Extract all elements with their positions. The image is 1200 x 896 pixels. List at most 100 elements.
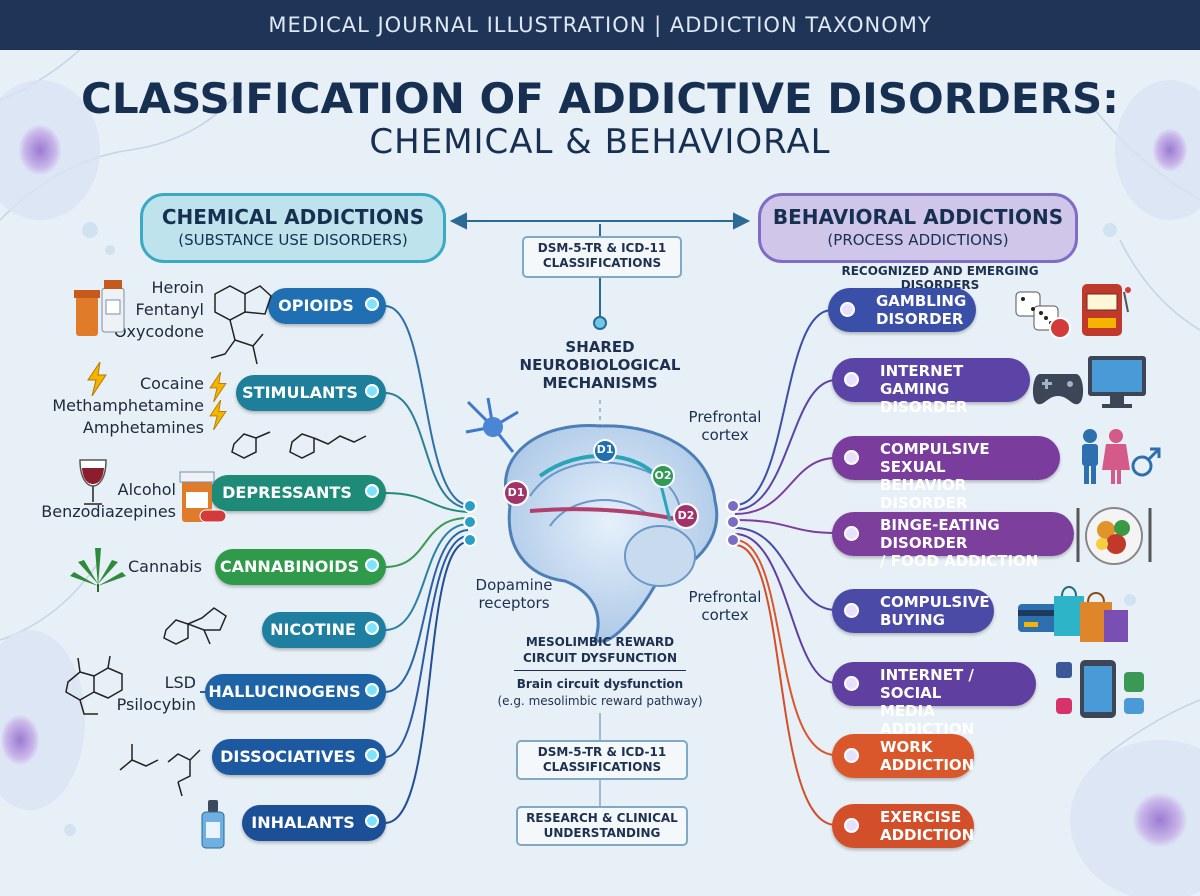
category-binge-eating-disorder: BINGE-EATING DISORDER / FOOD ADDICTION (832, 512, 1074, 570)
category-inhalants-label: INHALANTS (251, 813, 355, 832)
couple-icon (1082, 429, 1130, 484)
category-exercise-addiction: EXERCISE ADDICTION (832, 804, 974, 848)
chemical-subtitle: (SUBSTANCE USE DISORDERS) (178, 231, 408, 249)
receptor-label-d2: D2 (677, 509, 695, 522)
banner: MEDICAL JOURNAL ILLUSTRATION | ADDICTION… (0, 0, 1200, 50)
connector-dot (365, 384, 379, 398)
connector-dot (365, 748, 379, 762)
male-symbol-icon (1131, 447, 1161, 477)
slot-machine-icon (1082, 284, 1131, 336)
connector-dot (365, 621, 379, 635)
prefrontal-cortex-label-top: Prefrontal cortex (688, 408, 762, 444)
page-subtitle: CHEMICAL & BEHAVIORAL (369, 122, 831, 162)
category-depressants-label: DEPRESSANTS (222, 483, 352, 502)
pill-bottle-icon (74, 280, 125, 336)
category-stimulants: STIMULANTS (236, 375, 386, 411)
category-nicotine: NICOTINE (262, 612, 386, 648)
research-box-text: RESEARCH & CLINICAL UNDERSTANDING (526, 811, 678, 840)
molecule-icon (231, 431, 367, 459)
connector-dot (844, 603, 859, 618)
mesolimbic-label: MESOLIMBIC REWARD CIRCUIT DYSFUNCTION (523, 635, 677, 665)
page-title: CLASSIFICATION OF ADDICTIVE DISORDERS: (81, 74, 1119, 123)
category-hallucinogens: HALLUCINOGENS (205, 674, 386, 710)
category-hallucinogens-label: HALLUCINOGENS (208, 682, 361, 701)
classifications-box-mid-text: DSM-5-TR & ICD-11 CLASSIFICATIONS (537, 745, 667, 774)
category-compulsive-sexual-behavior-disorder-label: COMPULSIVE SEXUAL BEHAVIOR DISORDER (880, 440, 990, 512)
category-internet-gaming-disorder: INTERNET GAMING DISORDER (832, 358, 1030, 416)
category-nicotine-label: NICOTINE (270, 620, 356, 639)
classifications-box-mid: DSM-5-TR & ICD-11 CLASSIFICATIONS (516, 740, 688, 780)
cannabis-leaf-icon (70, 548, 126, 592)
category-binge-eating-disorder-label: BINGE-EATING DISORDER / FOOD ADDICTION (880, 516, 1039, 570)
behavioral-addictions-header: BEHAVIORAL ADDICTIONS (PROCESS ADDICTION… (758, 193, 1078, 263)
receptor-label-d1-top: D1 (596, 443, 614, 456)
food-plate-icon (1076, 507, 1152, 565)
depressants-examples: Alcohol Benzodiazepines (41, 480, 176, 521)
hallucinogens-examples: LSD Psilocybin (116, 673, 196, 714)
receptor-label-o2: O2 (654, 469, 672, 482)
neuron-icon (465, 397, 519, 453)
category-dissociatives: DISSOCIATIVES (212, 739, 386, 775)
category-internet-social-media-addiction: INTERNET / SOCIAL MEDIA ADDICTION (832, 662, 1036, 738)
brain-icon (503, 424, 719, 643)
connector-dot (844, 676, 859, 691)
stimulants-examples: Cocaine Methamphetamine Amphetamines (52, 374, 204, 437)
chemical-addictions-header: CHEMICAL ADDICTIONS (SUBSTANCE USE DISOR… (140, 193, 446, 263)
category-internet-gaming-disorder-label: INTERNET GAMING DISORDER (880, 362, 968, 416)
category-gambling-disorder-label: GAMBLING DISORDER (876, 292, 967, 328)
lightning-icon (87, 362, 107, 396)
dropper-bottle-icon (201, 800, 225, 849)
category-depressants: DEPRESSANTS (210, 475, 386, 511)
molecule-icon (163, 607, 227, 645)
research-box: RESEARCH & CLINICAL UNDERSTANDING (516, 806, 688, 846)
connector-dot (844, 450, 859, 465)
connector-dot (844, 372, 859, 387)
category-work-addiction: WORK ADDICTION (832, 734, 974, 778)
molecule-icon (210, 285, 272, 365)
receptor-label-d1-left: D1 (507, 486, 525, 499)
connector-dot (844, 818, 859, 833)
connector-dot (844, 748, 859, 763)
brain-circuit-subtitle: (e.g. mesolimbic reward pathway) (497, 694, 703, 708)
molecule-icon (65, 655, 123, 715)
lightning-icon (209, 400, 227, 430)
behavioral-title: BEHAVIORAL ADDICTIONS (772, 205, 1064, 229)
category-work-addiction-label: WORK ADDICTION (880, 738, 975, 774)
category-gambling-disorder: GAMBLING DISORDER (828, 288, 976, 332)
category-dissociatives-label: DISSOCIATIVES (220, 747, 356, 766)
category-inhalants: INHALANTS (242, 805, 386, 841)
behavioral-subtitle: (PROCESS ADDICTIONS) (827, 231, 1009, 249)
cannabinoids-examples: Cannabis (128, 557, 202, 576)
chemical-title: CHEMICAL ADDICTIONS (161, 205, 425, 229)
category-cannabinoids: CANNABINOIDS (215, 549, 386, 585)
classifications-box-top-text: DSM-5-TR & ICD-11 CLASSIFICATIONS (537, 241, 667, 270)
category-compulsive-buying-label: COMPULSIVE BUYING (880, 593, 990, 629)
molecule-icon (119, 744, 201, 797)
divider (514, 670, 686, 671)
category-opioids-label: OPIOIDS (278, 296, 354, 315)
dice-icon (1015, 291, 1071, 339)
brain-circuit-title: Brain circuit dysfunction (516, 677, 684, 691)
connector-dot (365, 683, 379, 697)
monitor-icon (1088, 356, 1146, 408)
category-exercise-addiction-label: EXERCISE ADDICTION (880, 808, 975, 844)
lightning-icon (209, 372, 227, 402)
category-opioids: OPIOIDS (268, 288, 386, 324)
dopamine-receptors-label: Dopamine receptors (475, 576, 553, 612)
connector-dot (844, 526, 859, 541)
connector-dot (840, 302, 855, 317)
opioids-examples: Heroin Fentanyl Oxycodone (113, 278, 204, 341)
connector-dot (365, 558, 379, 572)
category-stimulants-label: STIMULANTS (242, 383, 358, 402)
shared-mechanisms-label: SHARED NEUROBIOLOGICAL MECHANISMS (519, 338, 681, 392)
pill-bottle-icon (179, 471, 227, 523)
gamepad-icon (1032, 374, 1084, 405)
credit-card-icon (1018, 604, 1062, 632)
connector-dot (365, 814, 379, 828)
classifications-box-top: DSM-5-TR & ICD-11 CLASSIFICATIONS (522, 236, 682, 278)
smartphone-icon (1056, 660, 1144, 718)
category-cannabinoids-label: CANNABINOIDS (219, 557, 360, 576)
connector-dot (365, 297, 379, 311)
shopping-bags-icon (1054, 586, 1128, 642)
prefrontal-cortex-label-bottom: Prefrontal cortex (688, 588, 762, 624)
